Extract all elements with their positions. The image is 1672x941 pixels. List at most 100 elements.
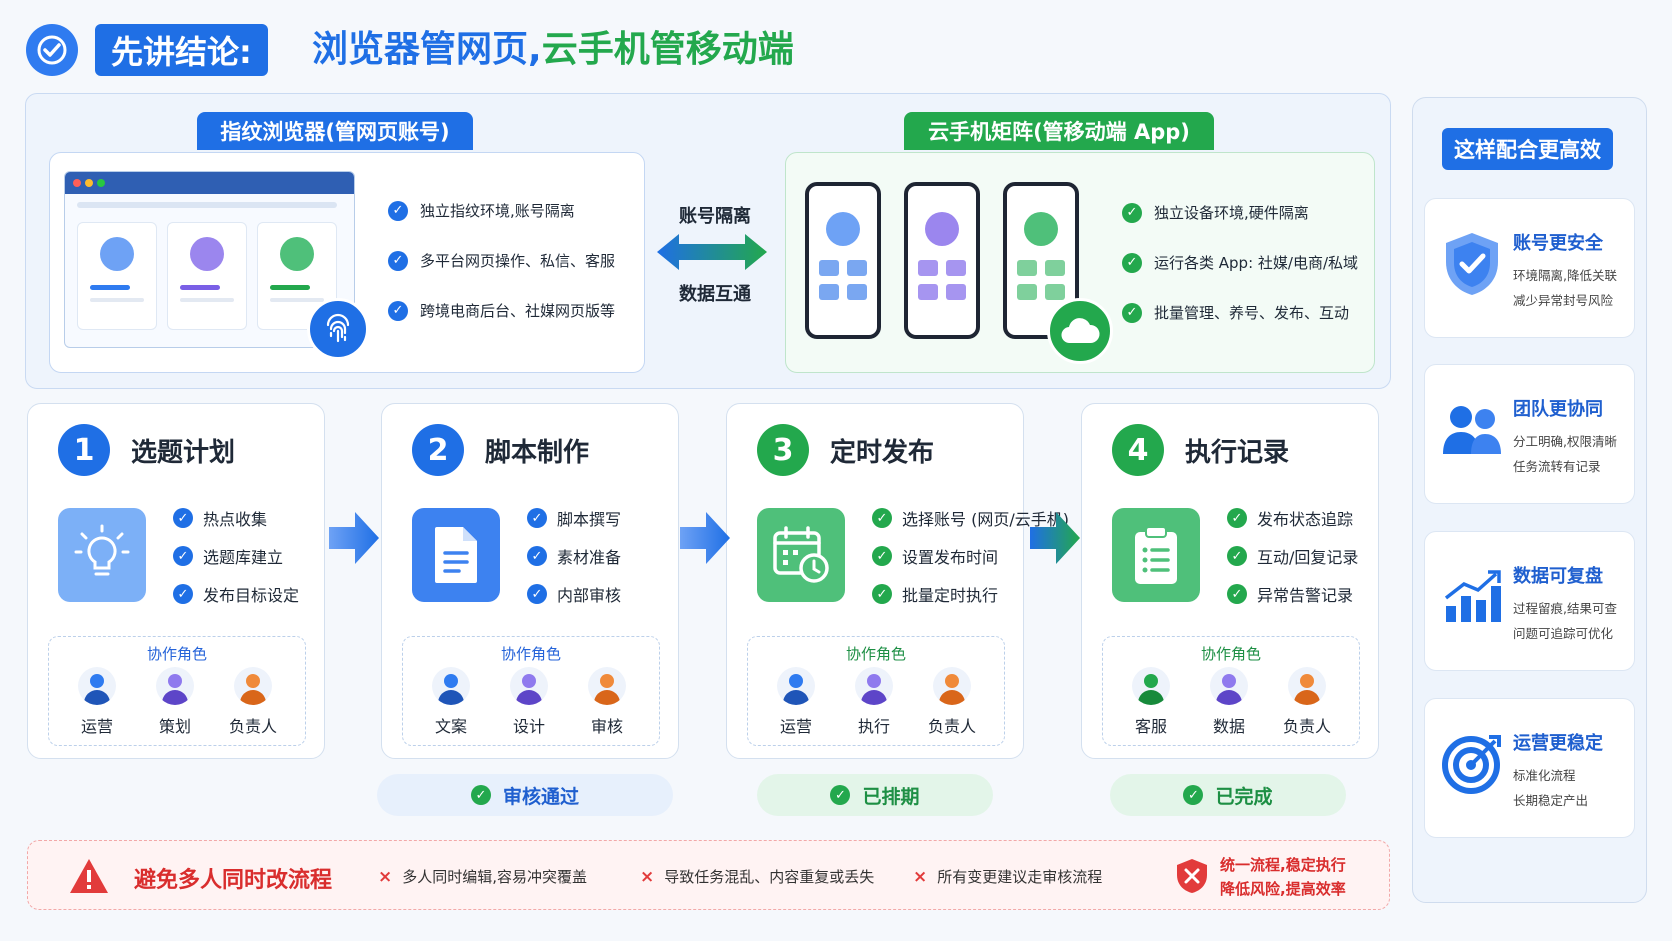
check-icon: ✓ [872,508,892,528]
role: 策划 [145,667,205,737]
step-card-4: 4 执行记录 ✓发布状态追踪✓互动/回复记录✓异常告警记录 协作角色 客服 数据… [1081,403,1379,759]
cloud-phone-feature: ✓独立设备环境,硬件隔离 [1122,202,1358,223]
benefits-tag: 这样配合更高效 [1442,128,1613,170]
check-icon: ✓ [1122,202,1142,223]
check-icon: ✓ [1227,584,1247,604]
calendar-clock-icon [757,508,845,602]
step-title: 定时发布 [830,438,935,468]
header-logo [26,24,78,76]
phone-illustration [904,182,980,339]
status-pill-scheduled: ✓已排期 [757,774,993,816]
warning-bar: 避免多人同时改流程 ×多人同时编辑,容易冲突覆盖 ×导致任务混乱、内容重复或丢失… [27,840,1390,910]
collab-roles: 协作角色 客服 数据 负责人 [1102,636,1360,746]
cloud-phone-features: ✓独立设备环境,硬件隔离 ✓运行各类 App: 社媒/电商/私域 ✓批量管理、养… [1122,202,1358,323]
step-item: ✓异常告警记录 [1227,584,1358,605]
status-pill-approved: ✓审核通过 [377,774,673,816]
cross-icon: × [913,866,928,887]
role-name: 执行 [857,717,890,736]
check-icon: ✓ [173,546,193,566]
check-icon: ✓ [388,300,408,321]
step-item: ✓素材准备 [527,546,621,567]
step-item: ✓热点收集 [173,508,299,529]
step-item: ✓选题库建立 [173,546,299,567]
check-icon: ✓ [388,200,408,221]
cloud-phone-tag: 云手机矩阵(管移动端 App) [904,112,1214,150]
role: 设计 [499,667,559,737]
flow-arrow-icon [680,512,730,564]
warning-conclusion: 统一流程,稳定执行降低风险,提高效率 [1220,856,1346,898]
step-title: 选题计划 [131,438,236,468]
role-name: 负责人 [228,717,277,736]
step-item: ✓设置发布时间 [872,546,1069,567]
check-icon: ✓ [527,546,547,566]
header-badge: 先讲结论: [95,24,268,76]
fingerprint-icon [307,298,369,360]
role: 文案 [421,667,481,737]
role: 负责人 [922,667,982,737]
benefit-desc: 环境隔离,降低关联减少异常封号风险 [1513,268,1617,308]
avatar-icon [1132,667,1170,705]
cross-icon: × [640,866,655,887]
document-icon [412,508,500,602]
step-card-3: 3 定时发布 ✓选择账号 (网页/云手机)✓设置发布时间✓批量定时执行 协作角色… [726,403,1069,759]
role-name: 运营 [779,717,812,736]
lightbulb-icon [58,508,146,602]
step-item: ✓内部审核 [527,584,621,605]
warning-title: 避免多人同时改流程 [134,868,333,893]
check-circle-icon [37,35,67,65]
role-name: 设计 [512,717,545,736]
collab-roles: 协作角色 文案 设计 审核 [402,636,660,746]
role-name: 数据 [1212,717,1245,736]
browser-window-illustration [64,171,355,348]
check-icon: ✓ [388,250,408,271]
step-title: 脚本制作 [485,438,590,468]
role: 执行 [844,667,904,737]
check-circle-icon: ✓ [1183,785,1204,805]
step-card-1: 1 选题计划 ✓热点收集✓选题库建立✓发布目标设定 协作角色 运营 策划 负责人 [27,403,325,759]
benefit-card-stability: 运营更稳定 标准化流程长期稳定产出 [1424,698,1635,838]
avatar-icon [1210,667,1248,705]
warning-triangle-icon [70,859,108,893]
check-icon: ✓ [1227,546,1247,566]
check-icon: ✓ [173,584,193,604]
step-item: ✓脚本撰写 [527,508,621,529]
step-item: ✓互动/回复记录 [1227,546,1358,567]
benefits-panel: 这样配合更高效 账号更安全 环境隔离,降低关联减少异常封号风险 团队更协同 分工… [1412,97,1647,903]
phone-illustration [1003,182,1079,339]
step-number: 3 [757,424,809,476]
role-name: 策划 [158,717,191,736]
role-name: 运营 [80,717,113,736]
warning-item: ×所有变更建议走审核流程 [913,866,1103,887]
check-icon: ✓ [527,584,547,604]
check-circle-icon: ✓ [470,785,491,805]
avatar-icon [933,667,971,705]
page-title-part2: 云手机管移动端 [541,29,794,70]
roles-label: 协作角色 [146,645,207,663]
check-icon: ✓ [1122,302,1142,323]
browser-feature: ✓多平台网页操作、私信、客服 [388,250,615,271]
step-number: 2 [412,424,464,476]
benefit-desc: 标准化流程长期稳定产出 [1513,768,1589,808]
role-name: 负责人 [927,717,976,736]
warning-item: ×多人同时编辑,容易冲突覆盖 [378,866,588,887]
page-title-part1: 浏览器管网页, [312,29,542,70]
flow-arrow-icon [329,512,379,564]
check-circle-icon: ✓ [830,785,851,805]
role: 运营 [67,667,127,737]
role: 数据 [1199,667,1259,737]
step-number: 4 [1112,424,1164,476]
step-item: ✓批量定时执行 [872,584,1069,605]
benefit-title: 团队更协同 [1513,399,1603,420]
check-icon: ✓ [1227,508,1247,528]
browser-feature: ✓跨境电商后台、社媒网页版等 [388,300,615,321]
roles-label: 协作角色 [1200,645,1261,663]
cloud-phone-feature: ✓批量管理、养号、发布、互动 [1122,302,1358,323]
avatar-icon [234,667,272,705]
flow-arrow-icon [1030,512,1080,564]
avatar-icon [1288,667,1326,705]
double-arrow-icon [657,234,767,270]
check-icon: ✓ [872,584,892,604]
step-items: ✓发布状态追踪✓互动/回复记录✓异常告警记录 [1227,508,1358,605]
page-title: 浏览器管网页,云手机管移动端 [312,22,794,78]
avatar-icon [510,667,548,705]
